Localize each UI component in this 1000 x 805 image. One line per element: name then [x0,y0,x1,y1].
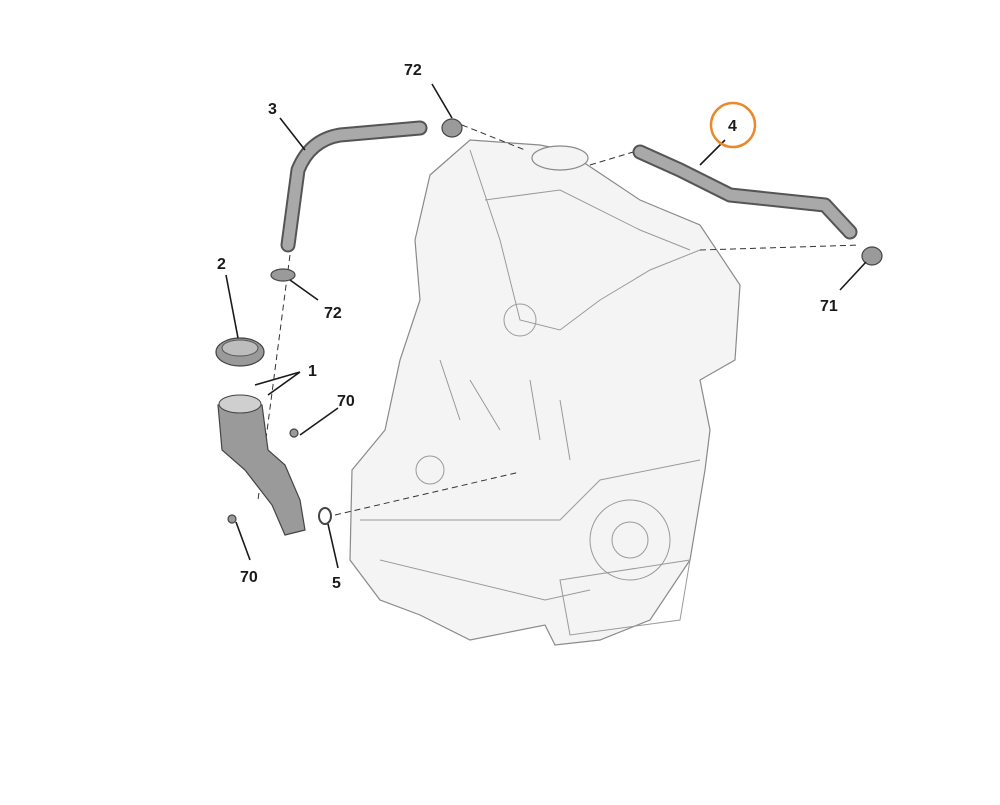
highlight-circle [709,101,757,149]
callout-4: 4 [728,118,737,135]
leader-lines [225,83,867,569]
oil-filler-assembly [215,337,332,536]
hose-part-3 [270,118,463,282]
callout-5: 5 [332,575,341,592]
callout-72-top: 72 [404,62,422,79]
callout-2: 2 [217,256,226,273]
callout-3: 3 [268,101,277,118]
callout-70-right: 70 [337,393,355,410]
engine-block [349,139,741,646]
callout-70-bottom: 70 [240,569,258,586]
callout-72-mid: 72 [324,305,342,322]
hose-part-4 [632,144,883,266]
callout-1: 1 [308,363,317,380]
callout-71: 71 [820,298,838,315]
